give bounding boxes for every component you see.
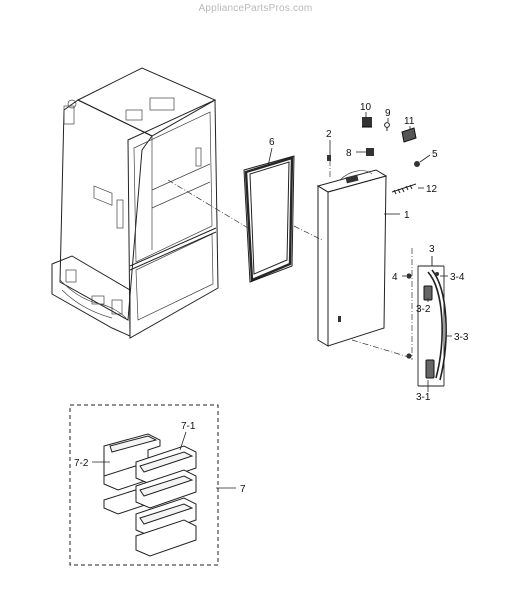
callout-7: 7	[240, 484, 246, 495]
hinge-cap-icon	[401, 127, 417, 143]
hardware	[327, 117, 420, 359]
spring-icon	[391, 183, 417, 195]
callout-4: 4	[392, 272, 398, 283]
callout-12: 12	[426, 184, 438, 195]
refrigerator-door	[316, 169, 388, 347]
screw-icon	[384, 122, 390, 128]
pin-icon	[327, 155, 331, 161]
callout-11: 11	[404, 116, 415, 127]
screw-5-icon	[414, 161, 420, 167]
callout-5: 5	[432, 149, 438, 160]
hinge-icon	[366, 148, 374, 156]
callout-2: 2	[326, 129, 332, 140]
screw-4b-icon	[406, 353, 412, 359]
hinge-bracket-icon	[362, 117, 372, 127]
handle-bracket	[417, 256, 445, 387]
callout-7-1: 7-1	[181, 421, 196, 432]
alignment-lines	[167, 160, 413, 360]
door-handle	[423, 269, 447, 381]
watermark: AppliancePartsPros.com	[198, 3, 313, 14]
callout-3-1: 3-1	[416, 392, 431, 403]
door-bins	[103, 433, 197, 557]
callout-7-2: 7-2	[74, 458, 89, 469]
door-bins-box	[69, 404, 219, 566]
callout-8: 8	[346, 148, 352, 159]
callout-9: 9	[385, 108, 391, 119]
cabinet	[51, 67, 219, 339]
callout-3-3: 3-3	[454, 332, 469, 343]
callout-3-4: 3-4	[450, 272, 465, 283]
callout-1: 1	[404, 210, 410, 221]
callout-6: 6	[269, 137, 275, 148]
screw-4-icon	[406, 273, 412, 279]
door-gasket	[243, 155, 295, 283]
callout-3-2: 3-2	[416, 304, 431, 315]
leader-lines	[92, 112, 452, 489]
callout-10: 10	[360, 102, 372, 113]
callout-3: 3	[429, 244, 435, 255]
